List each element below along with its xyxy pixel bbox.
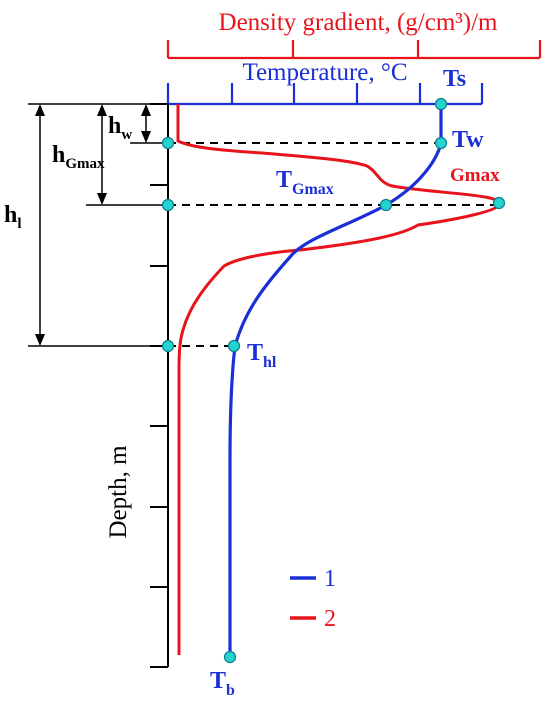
density-axis-title: Density gradient, (g/cm³)/m: [219, 9, 499, 36]
hg-arrowhead-bottom: [97, 193, 107, 205]
tw-label: Tw: [452, 127, 484, 153]
markers: [161, 97, 506, 664]
hw-label: hw: [108, 113, 132, 143]
depth-axis-label: Depth, m: [105, 445, 132, 539]
dimension-lines: [28, 103, 168, 347]
tb-marker: [223, 650, 237, 664]
gmax-label: Gmax: [450, 165, 500, 186]
thl-label: Thl: [247, 340, 277, 371]
level-lines: [168, 142, 500, 347]
temperature-curve: [228, 104, 443, 657]
hgmax-label: hGmax: [52, 142, 105, 172]
tgmax-marker: [379, 198, 393, 212]
axis-hl-marker: [161, 339, 175, 353]
density-gradient-curve: [176, 104, 501, 655]
gmax-marker: [492, 196, 506, 210]
axis-hw-marker: [161, 136, 175, 150]
hw-arrowhead-top: [141, 104, 151, 116]
tw-marker: [434, 136, 448, 150]
tb-label: Tb: [210, 668, 235, 699]
legend-label-2: 2: [324, 606, 336, 632]
hl-label: hl: [4, 202, 22, 232]
hw-arrowhead-bottom: [141, 131, 151, 143]
depth-axis: [150, 103, 169, 668]
hl-arrowhead-bottom: [35, 334, 45, 346]
ts-label: Ts: [443, 66, 466, 92]
ts-marker: [434, 97, 448, 111]
hg-arrowhead-top: [97, 104, 107, 116]
legend: 1 2: [290, 566, 336, 632]
temperature-axis: [166, 83, 484, 106]
density-axis: [166, 40, 542, 60]
axis-gmax-marker: [161, 198, 175, 212]
hl-arrowhead-top: [35, 104, 45, 116]
thl-marker: [227, 339, 241, 353]
dimension-arrowheads: [35, 104, 151, 346]
temperature-axis-title: Temperature, °C: [242, 59, 407, 86]
tgmax-label: TGmax: [276, 167, 334, 198]
legend-label-1: 1: [324, 566, 336, 592]
